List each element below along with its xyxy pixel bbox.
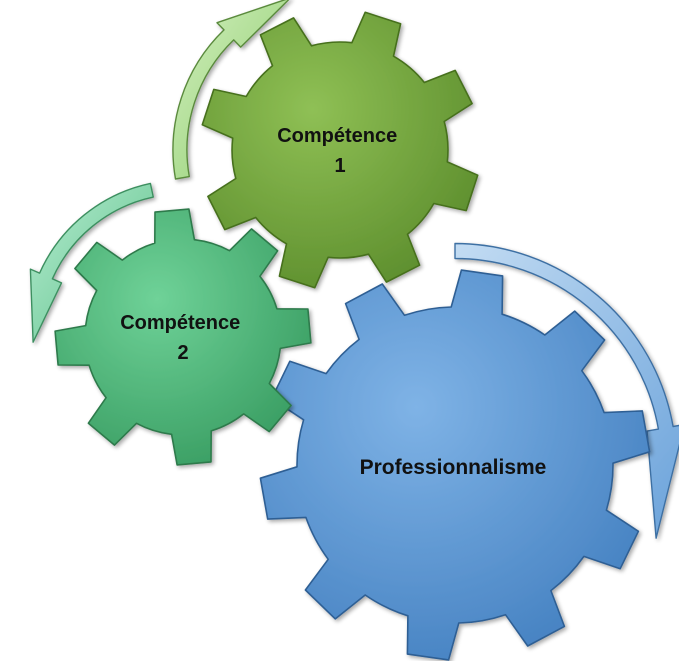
gear-label-line: Compétence — [120, 312, 240, 334]
arrow-professionnalisme — [454, 242, 679, 539]
gear-label-line: Compétence — [277, 125, 397, 147]
gear-label-line: Professionnalisme — [360, 456, 547, 479]
gear-label-competence-1: Compétence 1 — [277, 125, 403, 177]
arrow-competence-1 — [172, 0, 290, 180]
gear-competence-1 — [201, 11, 479, 289]
gear-label-competence-2: Compétence 2 — [120, 312, 246, 364]
gear-label-professionnalisme: Professionnalisme — [360, 456, 547, 479]
gear-competence-2 — [54, 208, 312, 466]
gear-professionnalisme — [259, 269, 651, 661]
gear-label-line: 1 — [334, 155, 345, 177]
gear-label-line: 2 — [177, 342, 188, 364]
arrow-competence-2 — [29, 182, 154, 343]
